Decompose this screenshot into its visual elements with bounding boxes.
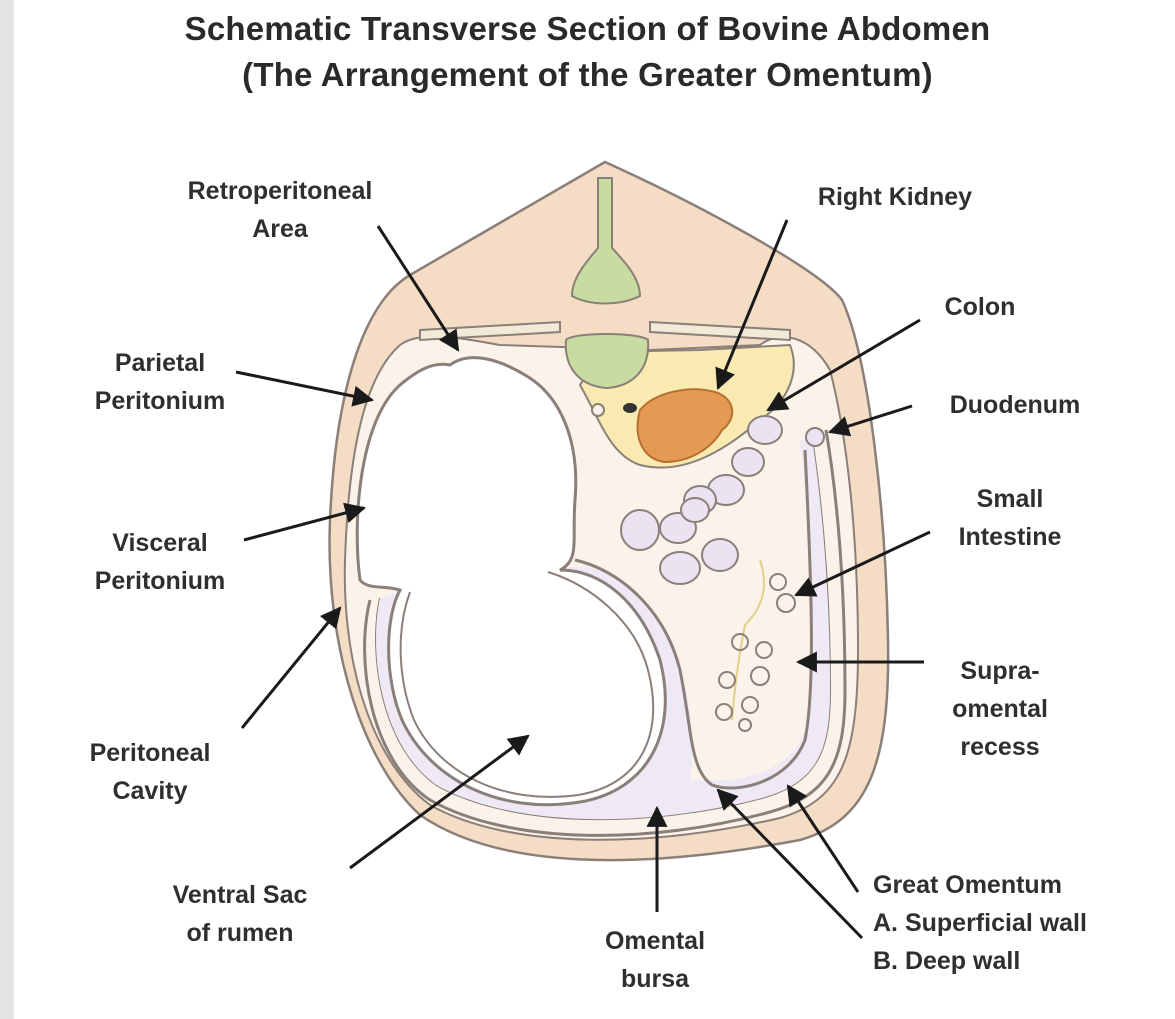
label-retroperitoneal-area: Retroperitoneal Area <box>160 172 400 248</box>
label-ventral-sac: Ventral Sac of rumen <box>125 876 355 952</box>
label-great-omentum: Great Omentum A. Superficial wall B. Dee… <box>873 866 1163 980</box>
label-peritoneal-cavity: Peritoneal Cavity <box>45 734 255 810</box>
arrow-peritoneal-cavity <box>242 608 340 728</box>
duodenum <box>806 428 824 446</box>
label-duodenum: Duodenum <box>905 386 1125 424</box>
label-supra-omental-recess: Supra- omental recess <box>920 652 1080 766</box>
page-title: Schematic Transverse Section of Bovine A… <box>0 10 1175 48</box>
label-omental-bursa: Omental bursa <box>545 922 765 998</box>
label-colon: Colon <box>910 288 1050 326</box>
label-small-intestine: Small Intestine <box>920 480 1100 556</box>
label-parietal-peritonium: Parietal Peritonium <box>60 344 260 420</box>
label-right-kidney: Right Kidney <box>775 178 1015 216</box>
vena-cava <box>623 403 637 413</box>
page-subtitle: (The Arrangement of the Greater Omentum) <box>0 56 1175 94</box>
aorta <box>592 404 604 416</box>
label-visceral-peritonium: Visceral Peritonium <box>55 524 265 600</box>
